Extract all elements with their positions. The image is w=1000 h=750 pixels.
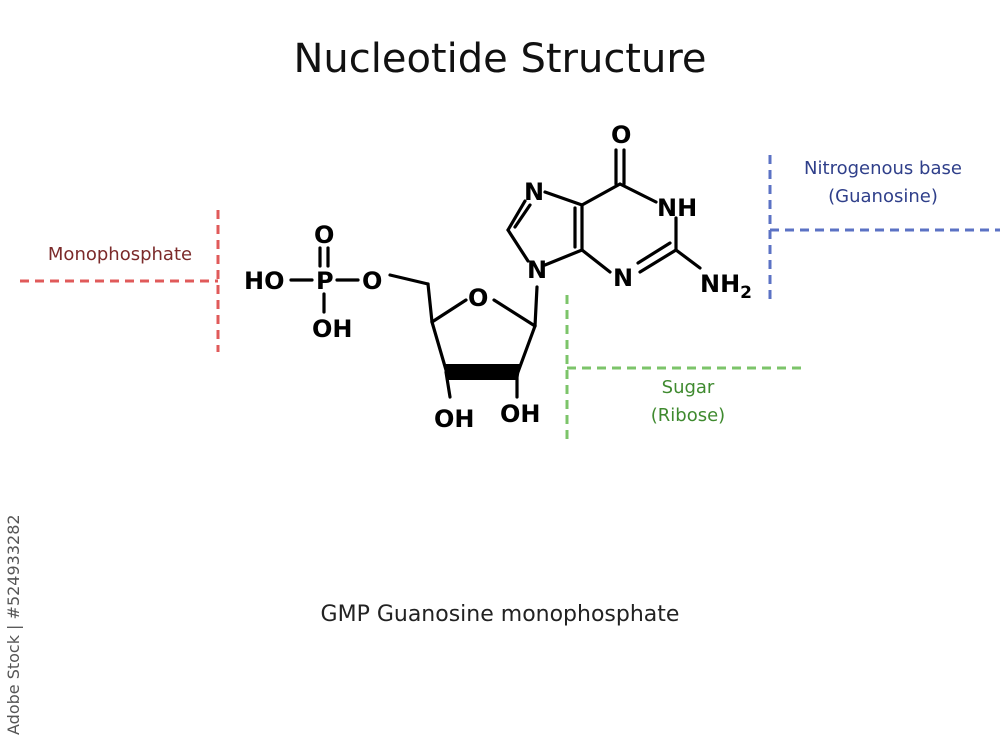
nitrogenous-base-label: Nitrogenous base (Guanosine) [778, 155, 988, 211]
diagram-title: Nucleotide Structure [293, 36, 707, 82]
monophosphate-bracket [20, 210, 220, 352]
atom-nh2-subscript: 2 [740, 283, 752, 303]
atom-oh-phosphate: OH [312, 315, 353, 343]
monophosphate-label: Monophosphate [30, 241, 210, 269]
atom-o-ring: O [468, 284, 488, 312]
atoms: HO P O OH O O OH OH N N O NH N NH2 [244, 121, 752, 433]
atom-nh2: NH2 [700, 270, 752, 303]
monophosphate-label-text: Monophosphate [47, 244, 193, 265]
atom-n7: N [524, 178, 544, 206]
nitrogenous-base-bracket [768, 155, 1000, 305]
atom-n9: N [527, 256, 547, 284]
wedge-bond [444, 364, 521, 380]
bonds [289, 148, 702, 399]
atom-p: P [316, 267, 334, 295]
atom-o-c6: O [611, 121, 631, 149]
nitrogenous-base-label-line2: (Guanosine) [828, 186, 938, 207]
atom-nh: NH [657, 194, 697, 222]
atom-n3: N [613, 264, 633, 292]
caption: GMP Guanosine monophosphate [320, 602, 680, 627]
sugar-label-line2: (Ribose) [650, 405, 726, 426]
atom-o-ester: O [362, 267, 382, 295]
sugar-label: Sugar (Ribose) [618, 374, 758, 430]
nitrogenous-base-label-line1: Nitrogenous base [804, 158, 962, 179]
atom-oh-c2: OH [500, 400, 541, 428]
atom-oh-c3: OH [434, 405, 475, 433]
atom-o-double: O [314, 221, 334, 249]
sugar-bracket [565, 295, 805, 440]
atom-nh2-main: NH [700, 270, 740, 298]
atom-ho-phosphate: HO [244, 267, 285, 295]
sugar-label-line1: Sugar [661, 377, 715, 398]
